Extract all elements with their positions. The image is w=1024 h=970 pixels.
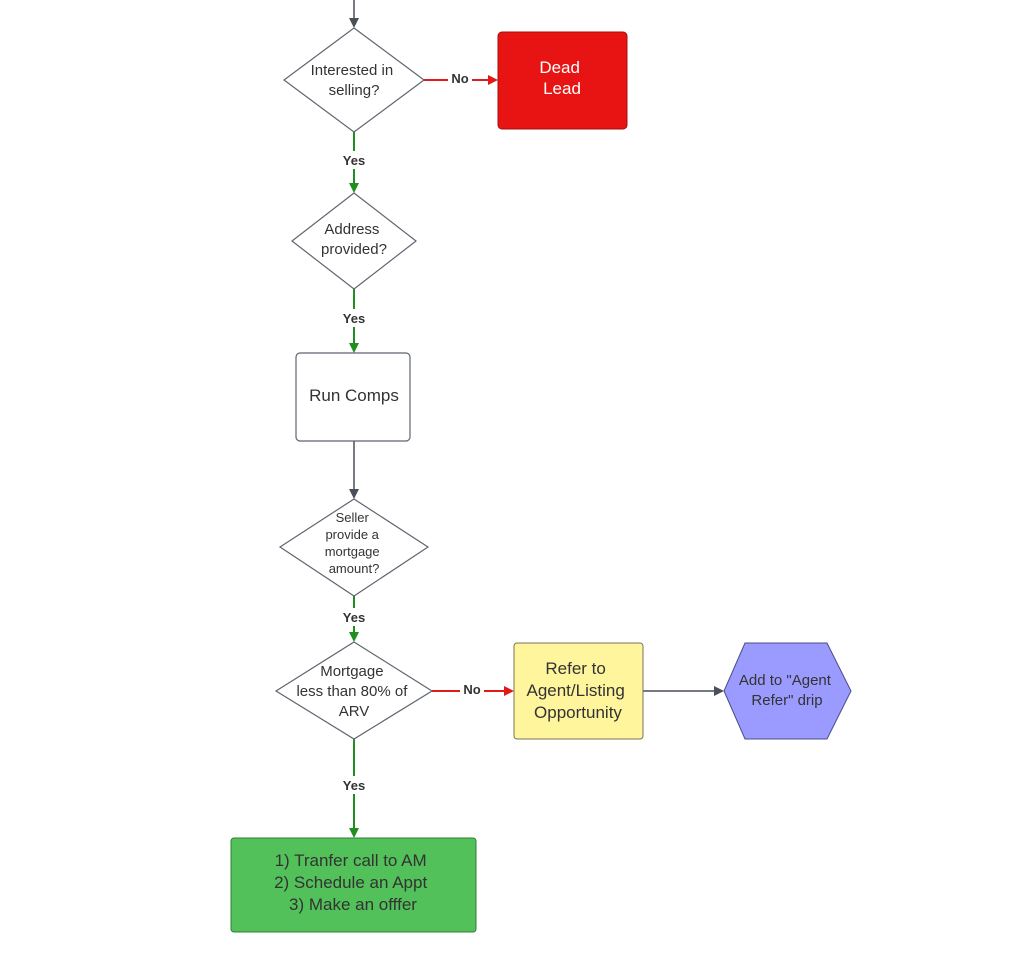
- node-line: less than 80% of: [296, 683, 408, 700]
- node-line: ARV: [339, 703, 370, 720]
- node-line: Dead: [539, 58, 580, 77]
- node-line: Run Comps: [309, 386, 399, 405]
- node-line: Add to "Agent: [739, 672, 832, 689]
- svg-text:Interested in selling?: Interested in selling?: [311, 62, 398, 99]
- svg-text:Refer to Agent/Listing: Refer to Agent/Listing Opportunity: [526, 659, 629, 722]
- node-line: Address: [324, 221, 379, 238]
- decision-mortgage-ltv[interactable]: Mortgage less than 80% of ARV: [274, 641, 434, 740]
- node-line: mortgage: [325, 544, 380, 559]
- svg-text:Add to "Agent Refer" dri: Add to "Agent Refer" drip: [739, 672, 835, 709]
- node-line: 1) Tranfer call to AM: [275, 851, 427, 870]
- svg-text:Run Comps: Run Comps: [309, 386, 399, 405]
- edge-label-interested-yes: Yes: [343, 153, 365, 168]
- node-line: Lead: [543, 79, 581, 98]
- terminal-final-actions[interactable]: 1) Tranfer call to AM 2) Schedule an App…: [230, 837, 477, 933]
- decision-address-provided[interactable]: Address provided?: [291, 192, 417, 290]
- node-line: selling?: [329, 82, 380, 99]
- process-refer-agent-listing[interactable]: Refer to Agent/Listing Opportunity: [513, 642, 644, 740]
- action-add-to-agent-refer-drip[interactable]: Add to "Agent Refer" drip: [723, 642, 852, 740]
- decision-seller-mortgage-amount[interactable]: Seller provide a mortgage amount?: [278, 498, 430, 597]
- svg-text:1) Tranfer call to AM 2): 1) Tranfer call to AM 2) Schedule an App…: [274, 851, 432, 914]
- node-line: Opportunity: [534, 703, 622, 722]
- svg-text:Dead Lead: Dead Lead: [539, 58, 584, 98]
- node-line: 3) Make an offfer: [289, 895, 417, 914]
- svg-text:Seller provide a m: Seller provide a mortgage amount?: [325, 510, 384, 576]
- node-line: Refer to: [545, 659, 605, 678]
- process-run-comps[interactable]: Run Comps: [295, 352, 411, 442]
- node-line: amount?: [329, 561, 380, 576]
- node-line: 2) Schedule an Appt: [274, 873, 427, 892]
- node-line: Mortgage: [320, 663, 383, 680]
- terminal-dead-lead[interactable]: Dead Lead: [497, 31, 628, 130]
- node-line: Agent/Listing: [526, 681, 624, 700]
- node-line: Refer" drip: [751, 692, 822, 709]
- decision-interested-selling[interactable]: Interested in selling?: [282, 27, 426, 133]
- edge-label-seller-yes: Yes: [343, 610, 365, 625]
- edge-label-interested-no: No: [451, 71, 468, 86]
- svg-text:Address provided?: Address provided?: [321, 221, 387, 258]
- edge-label-mortgage-yes: Yes: [343, 778, 365, 793]
- svg-text:Mortgage less than 80% o: Mortgage less than 80% of ARV: [296, 663, 411, 720]
- node-line: provide a: [325, 527, 379, 542]
- node-line: Seller: [336, 510, 370, 525]
- edge-label-mortgage-no: No: [463, 682, 480, 697]
- edge-label-address-yes: Yes: [343, 311, 365, 326]
- edges: No Yes Yes Yes No Yes: [339, 0, 724, 838]
- node-line: Interested in: [311, 62, 394, 79]
- node-line: provided?: [321, 241, 387, 258]
